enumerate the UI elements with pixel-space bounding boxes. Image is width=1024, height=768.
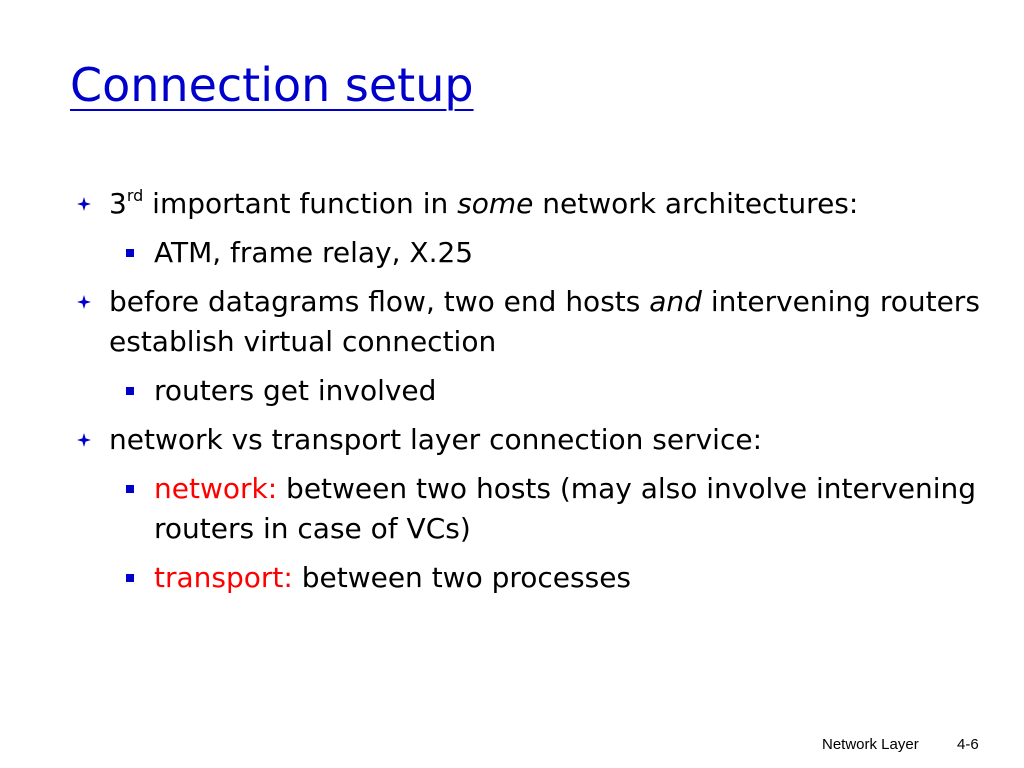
bullet-list: 3rd important function in some network a… <box>0 184 1024 607</box>
sub-bullet-3-1-text: between two hosts (may also involve inte… <box>154 472 977 545</box>
square-bullet-icon <box>124 371 136 411</box>
diamond-bullet-icon <box>76 282 92 322</box>
bullet-1-text-after: network architectures: <box>533 187 859 220</box>
sub-bullet-1-1: ATM, frame relay, X.25 <box>0 233 1024 273</box>
sub-bullet-3-2-text: between two processes <box>292 561 632 594</box>
square-bullet-icon <box>124 233 136 273</box>
bullet-1-prefix: 3 <box>109 187 127 220</box>
sub-bullet-2-1-text: routers get involved <box>154 374 437 407</box>
bullet-2-emphasis: and <box>649 285 702 318</box>
sub-bullet-3-2: transport: between two processes <box>0 558 1024 598</box>
bullet-2-text-after: intervening routers establish virtual co… <box>109 285 980 358</box>
bullet-1-superscript: rd <box>126 186 144 205</box>
square-bullet-icon <box>124 469 136 509</box>
square-bullet-icon <box>124 558 136 598</box>
bullet-item-2: before datagrams flow, two end hosts and… <box>0 282 1024 362</box>
diamond-bullet-icon <box>76 184 92 224</box>
sub-bullet-3-2-label: transport: <box>154 561 293 594</box>
slide-title: Connection setup <box>70 58 474 112</box>
bullet-3-text: network vs transport layer connection se… <box>109 423 762 456</box>
bullet-1-text-before: important function in <box>143 187 458 220</box>
bullet-item-3: network vs transport layer connection se… <box>0 420 1024 460</box>
footer-page-number: 4-6 <box>957 736 979 753</box>
footer-section-label: Network Layer <box>822 736 919 753</box>
sub-bullet-3-1-label: network: <box>154 472 278 505</box>
bullet-2-text-before: before datagrams flow, two end hosts <box>109 285 650 318</box>
sub-bullet-2-1: routers get involved <box>0 371 1024 411</box>
sub-bullet-3-1: network: between two hosts (may also inv… <box>0 469 1024 549</box>
bullet-1-emphasis: some <box>457 187 534 220</box>
bullet-item-1: 3rd important function in some network a… <box>0 184 1024 224</box>
sub-bullet-1-1-text: ATM, frame relay, X.25 <box>154 236 474 269</box>
diamond-bullet-icon <box>76 420 92 460</box>
